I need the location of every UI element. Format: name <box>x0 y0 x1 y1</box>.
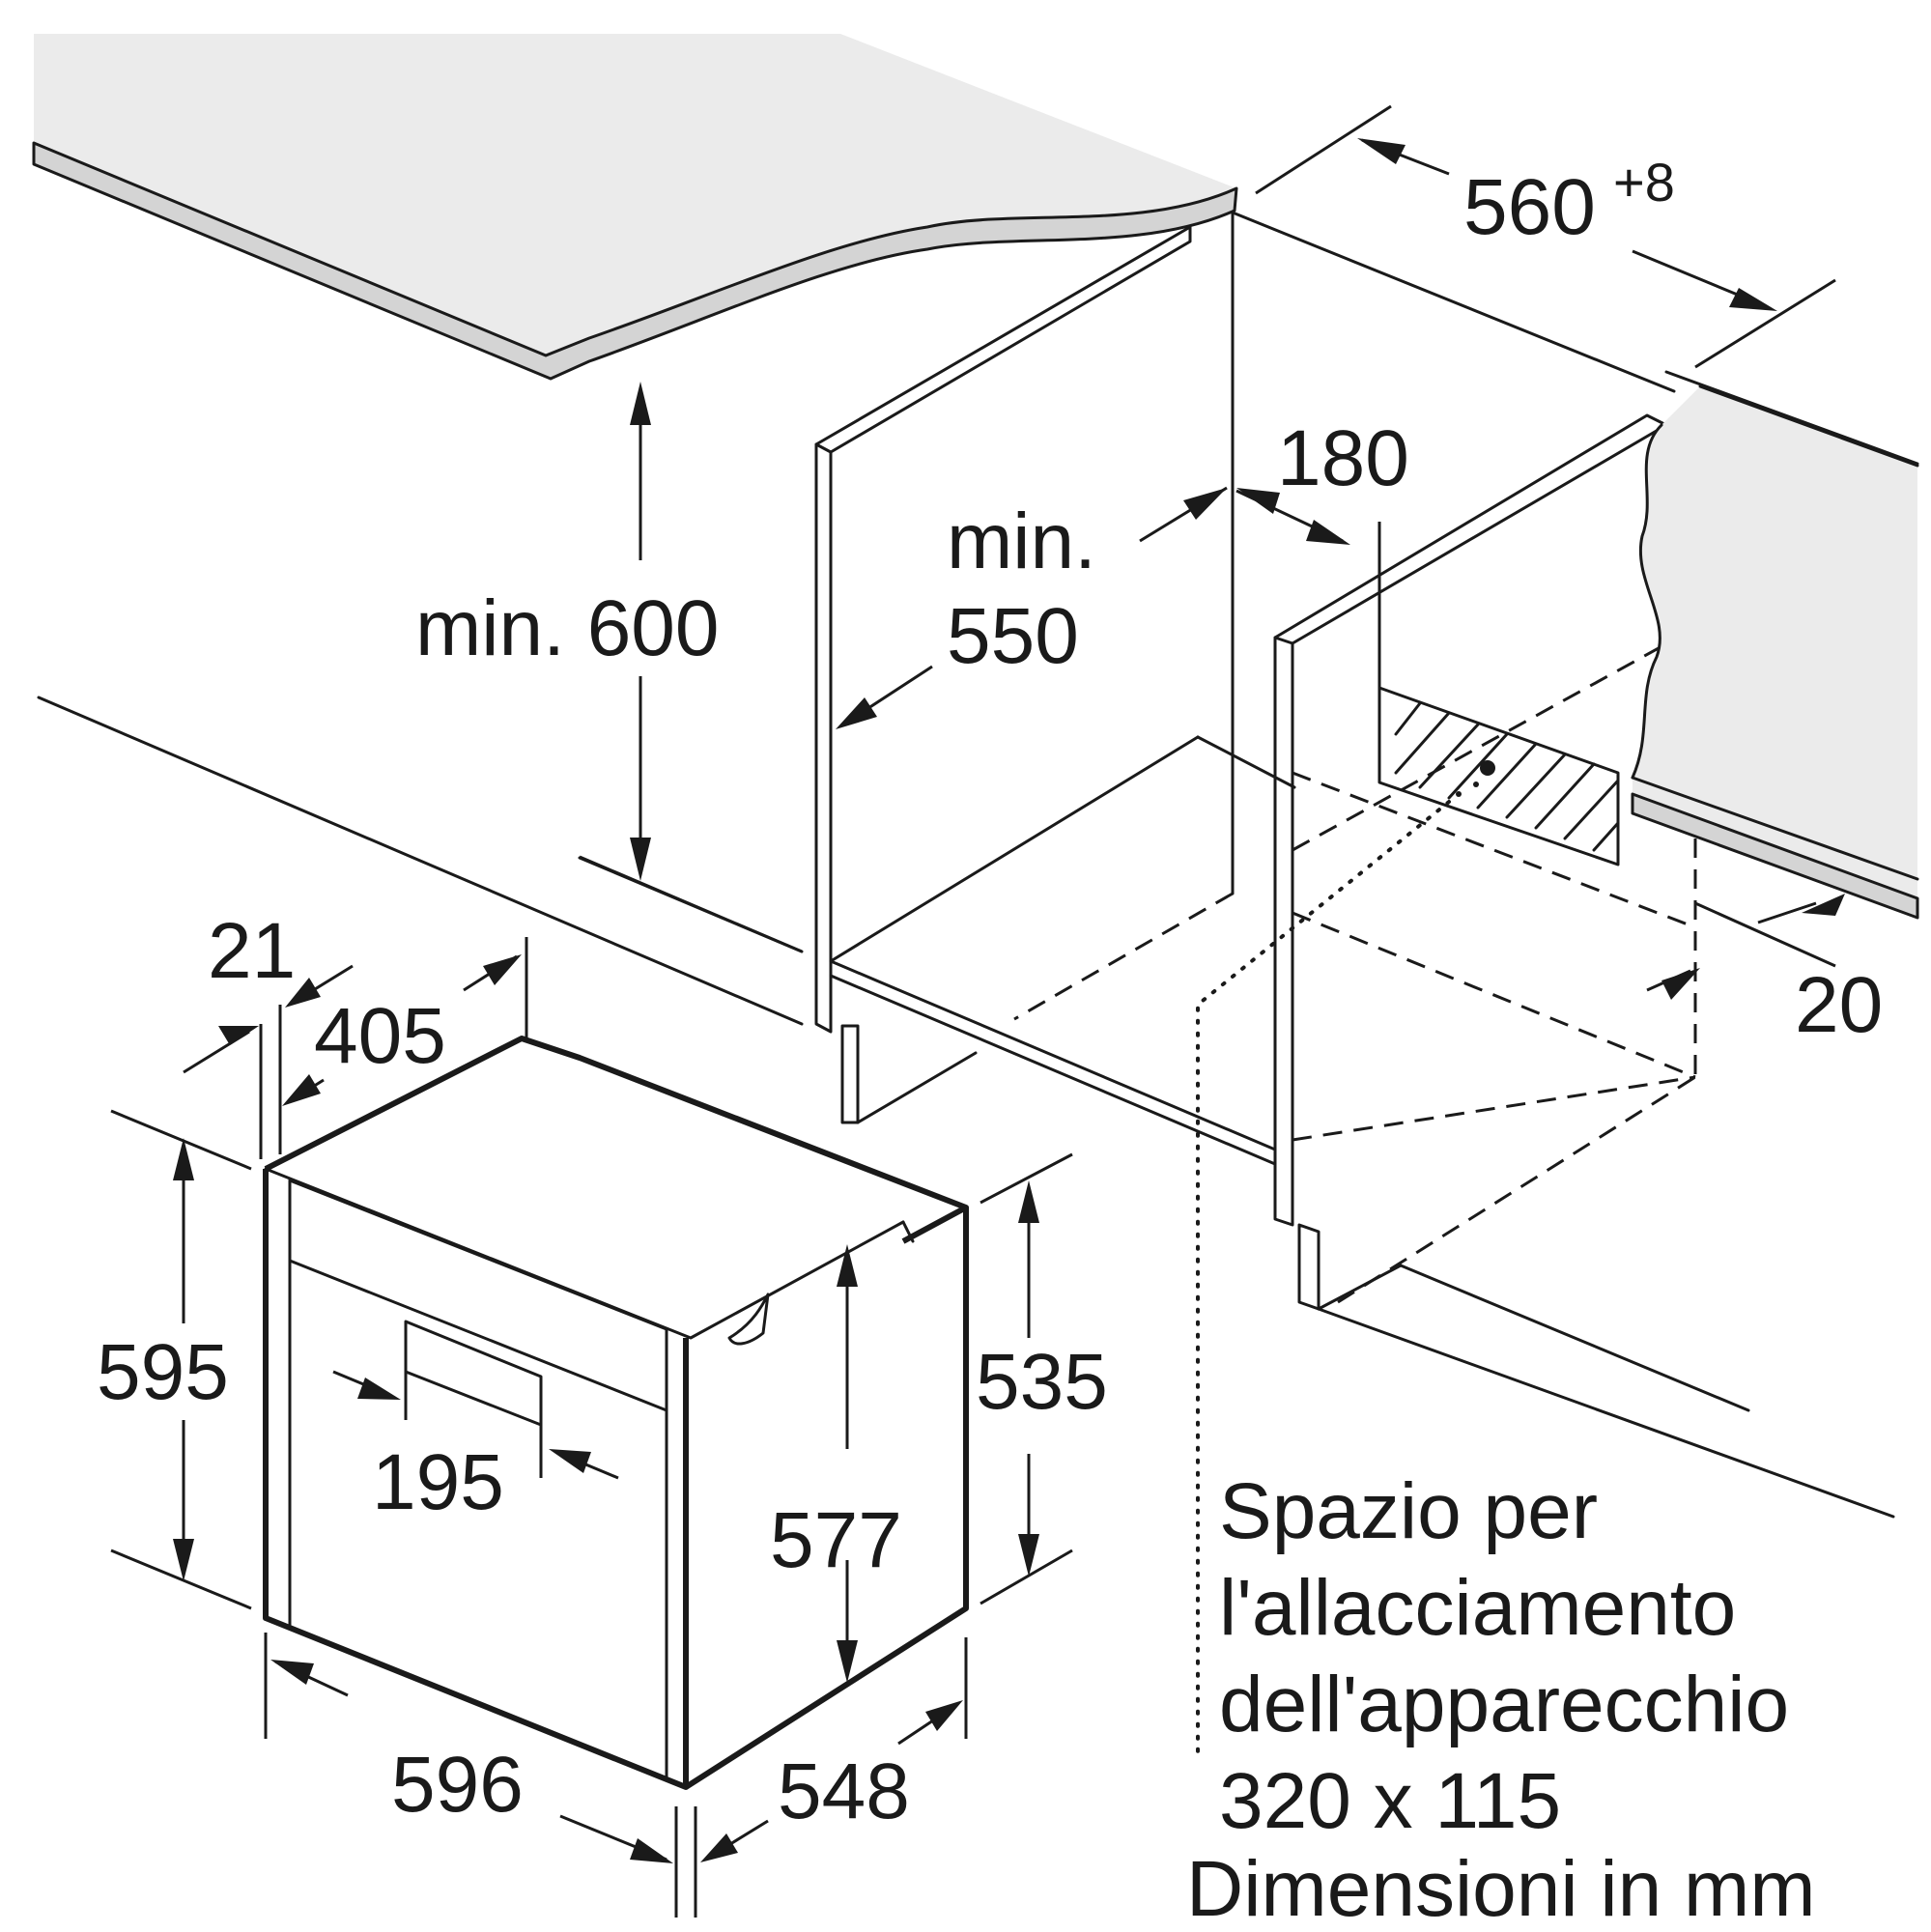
units-note: Dimensioni in mm <box>1186 1845 1816 1932</box>
width-total-label: 596 <box>391 1741 524 1829</box>
note-line-4: 320 x 115 <box>1219 1757 1561 1845</box>
worktop <box>32 34 1238 381</box>
body-height-rear-label: 535 <box>976 1338 1108 1426</box>
handle-width-label: 195 <box>372 1438 504 1526</box>
notes: Spazio per l'allacciamento dell'apparecc… <box>1186 1467 1816 1932</box>
front-frame-label: 21 <box>208 907 296 995</box>
depth-label: 548 <box>778 1747 910 1835</box>
dimension-labels: 560 +8 min. 600 min. 550 180 20 21 405 5… <box>97 152 1883 1835</box>
oven <box>263 1036 969 1790</box>
note-line-1: Spazio per <box>1219 1467 1598 1555</box>
body-height-label: 577 <box>770 1496 902 1584</box>
niche-width-label: 560 <box>1463 163 1596 251</box>
connection-area <box>1377 686 1620 867</box>
min-depth-label-line2: 550 <box>947 592 1079 680</box>
handle-offset-label: 405 <box>314 992 446 1080</box>
note-line-2: l'allacciamento <box>1219 1564 1736 1652</box>
back-gap-label: 20 <box>1795 961 1883 1049</box>
niche-width-tolerance: +8 <box>1613 152 1675 213</box>
wall <box>1631 370 1919 920</box>
connection-offset-label: 180 <box>1277 414 1409 502</box>
min-depth-label-line1: min. <box>947 497 1096 585</box>
dimension-lines <box>110 104 1845 1918</box>
note-line-3: dell'apparecchio <box>1219 1661 1789 1748</box>
height-total-label: 595 <box>97 1328 229 1416</box>
min-height-label: min. 600 <box>415 584 720 672</box>
